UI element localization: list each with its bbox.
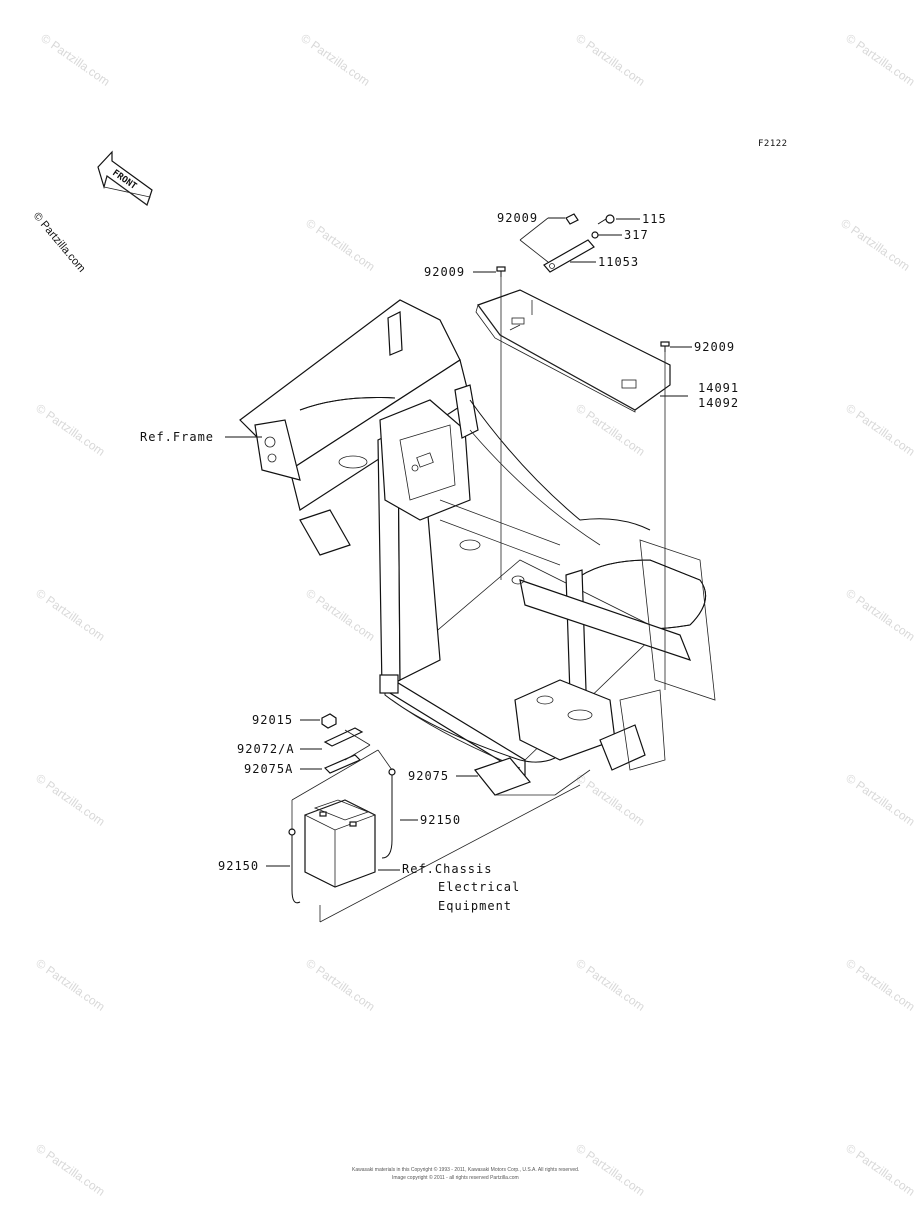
watermark-text: © Partzilla.com <box>303 216 377 274</box>
front-arrow-icon: FRONT <box>97 150 153 206</box>
watermark-text: © Partzilla.com <box>33 401 107 459</box>
bolt-115 <box>597 214 615 225</box>
bracket-11053 <box>543 239 595 273</box>
callout-92075a: 92075A <box>244 762 293 776</box>
battery <box>304 799 376 888</box>
diagram-code: F2122 <box>758 139 788 149</box>
watermark-text: © Partzilla.com <box>303 956 377 1014</box>
watermark-text: © Partzilla.com <box>38 31 112 89</box>
watermark-text: © Partzilla.com <box>838 216 912 274</box>
callout-92015: 92015 <box>252 713 293 727</box>
cover-14091 <box>475 289 671 413</box>
callout-92075: 92075 <box>408 769 449 783</box>
watermark-text: © Partzilla.com <box>573 31 647 89</box>
callout-92150: 92150 <box>420 813 461 827</box>
callout-115: 115 <box>642 212 667 226</box>
callout-92009: 92009 <box>497 211 538 225</box>
watermark-text: © Partzilla.com <box>843 771 917 829</box>
watermark-text: © Partzilla.com <box>33 1141 107 1199</box>
watermark-text: © Partzilla.com <box>303 586 377 644</box>
callout-ref-chassis-line2: Electrical <box>438 880 520 894</box>
callout-ref-chassis-line3: Equipment <box>438 899 512 913</box>
watermark-text: © Partzilla.com <box>843 401 917 459</box>
watermark-text: © Partzilla.com <box>843 31 917 89</box>
footer-image-copyright: Image copyright © 2011 - all rights rese… <box>392 1174 519 1181</box>
battery-strap-92150 <box>288 768 396 904</box>
watermark-text: © Partzilla.com <box>843 956 917 1014</box>
watermark-text: © Partzilla.com <box>573 956 647 1014</box>
leader-lines <box>225 217 692 923</box>
nut-92015 <box>321 713 337 729</box>
footer-copyright: Kawasaki materials in this Copyright © 1… <box>352 1166 579 1173</box>
callout-317: 317 <box>624 228 649 242</box>
pad-92075 <box>473 757 532 796</box>
bolt-92009 <box>565 213 579 225</box>
bolt-92009 <box>660 341 670 352</box>
watermark-layer: © Partzilla.com © Partzilla.com © Partzi… <box>33 31 917 1199</box>
copyright-text: © Partzilla.com <box>31 210 88 274</box>
watermark-text: © Partzilla.com <box>573 771 647 829</box>
bolt-92009 <box>496 266 506 277</box>
watermark-text: © Partzilla.com <box>843 586 917 644</box>
watermark-text: © Partzilla.com <box>298 31 372 89</box>
callout-92009: 92009 <box>694 340 735 354</box>
callout-14091: 14091 <box>698 381 739 395</box>
watermark-text: © Partzilla.com <box>843 1141 917 1199</box>
battery-holder-92072 <box>323 727 364 747</box>
callout-11053: 11053 <box>598 255 639 269</box>
watermark-text: © Partzilla.com <box>33 956 107 1014</box>
watermark-text: © Partzilla.com <box>33 586 107 644</box>
watermark-text: © Partzilla.com <box>33 771 107 829</box>
washer-317 <box>591 231 599 239</box>
callout-92150: 92150 <box>218 859 259 873</box>
callout-14092: 14092 <box>698 396 739 410</box>
frame-illustration <box>239 299 716 778</box>
callout-ref-frame: Ref.Frame <box>140 430 214 444</box>
pad-92075a <box>323 754 362 774</box>
watermark-text: © Partzilla.com <box>573 1141 647 1199</box>
callout-ref-chassis: Ref.Chassis <box>402 862 492 876</box>
callout-92072: 92072/A <box>237 742 295 756</box>
callout-92009: 92009 <box>424 265 465 279</box>
